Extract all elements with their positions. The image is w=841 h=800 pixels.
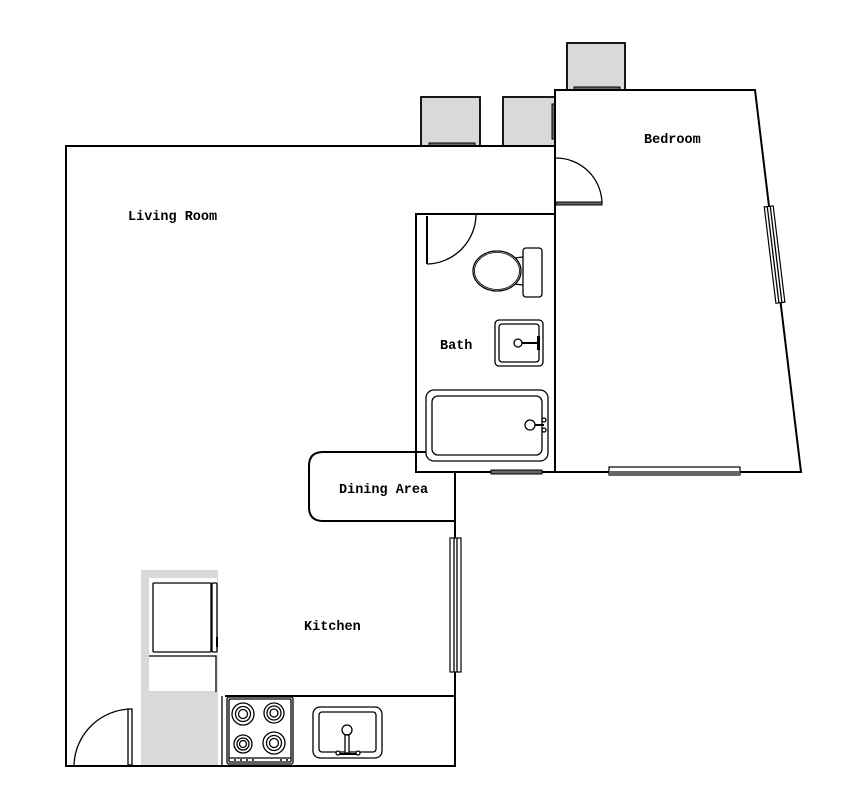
doors xyxy=(73,157,603,766)
bathtub xyxy=(425,389,549,462)
exterior-units xyxy=(420,42,626,147)
kitchen-sink xyxy=(312,706,383,759)
exterior-unit-3 xyxy=(566,42,626,91)
bedroom-side-window xyxy=(763,205,786,304)
walls xyxy=(65,89,803,767)
bath-label: Bath xyxy=(440,339,472,354)
bedroom-label: Bedroom xyxy=(644,133,701,148)
bath-window xyxy=(490,469,543,475)
living-room-label: Living Room xyxy=(128,210,217,225)
bedroom-bottom-window xyxy=(608,466,741,476)
exterior-unit-1 xyxy=(420,96,481,147)
bath-fixtures xyxy=(425,247,549,462)
stove xyxy=(226,696,294,765)
bath-sink xyxy=(494,319,544,367)
kitchen-window xyxy=(449,537,462,673)
room-labels: Living Room Bedroom Bath Dining Area Kit… xyxy=(128,133,701,635)
kitchen-label: Kitchen xyxy=(304,620,361,635)
bedroom-door xyxy=(555,157,603,206)
kitchen-fixtures xyxy=(141,570,455,766)
windows xyxy=(449,205,786,673)
entry-door xyxy=(73,708,133,766)
bathroom-door xyxy=(426,214,477,265)
dining-area-label: Dining Area xyxy=(339,483,428,498)
exterior-unit-2 xyxy=(502,96,556,147)
refrigerator xyxy=(149,578,218,692)
toilet xyxy=(472,247,543,298)
dining-area xyxy=(308,451,455,522)
